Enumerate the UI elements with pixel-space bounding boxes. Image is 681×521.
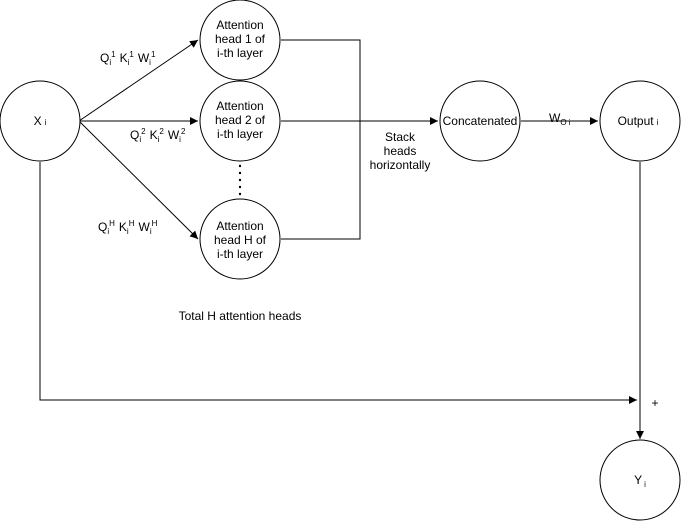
head2-line3: i-th layer [217,127,263,141]
node-x-label: X [34,114,42,128]
headH-line2: head H of [214,233,267,247]
edge-x-residual [39,162,637,404]
edge-x-to-headH [78,120,199,240]
svg-text:Xi: Xi [34,114,47,128]
head1-line2: head 1 of [215,32,266,46]
plus-sign: + [651,396,658,410]
edges [39,39,644,439]
svg-text:Yi: Yi [634,473,646,489]
head1-line3: i-th layer [217,46,263,60]
node-head2: Attention head 2 of i-th layer [199,80,281,162]
concat-label: Concatenated [443,114,518,128]
y-label: Y [634,473,642,487]
head1-line1: Attention [216,18,263,32]
edge-head1-to-bracket [281,39,361,121]
output-label: Output [618,114,655,128]
stack-label-line2: heads [384,144,417,158]
stack-label-line1: Stack [385,130,416,144]
ellipsis-dots: . . . . . [238,164,242,196]
node-concat: Concatenated [439,80,521,162]
edge-x-to-head1 [78,39,199,122]
head2-line1: Attention [216,99,263,113]
headH-line3: i-th layer [217,247,263,261]
headH-line1: Attention [216,219,263,233]
caption-total-heads: Total H attention heads [179,309,302,323]
node-headH: Attention head H of i-th layer [199,198,281,280]
stack-label-line3: horizontally [370,158,431,172]
head2-line2: head 2 of [215,113,266,127]
node-head1: Attention head 1 of i-th layer [199,0,281,81]
edge-headH-to-bracket [281,121,361,240]
